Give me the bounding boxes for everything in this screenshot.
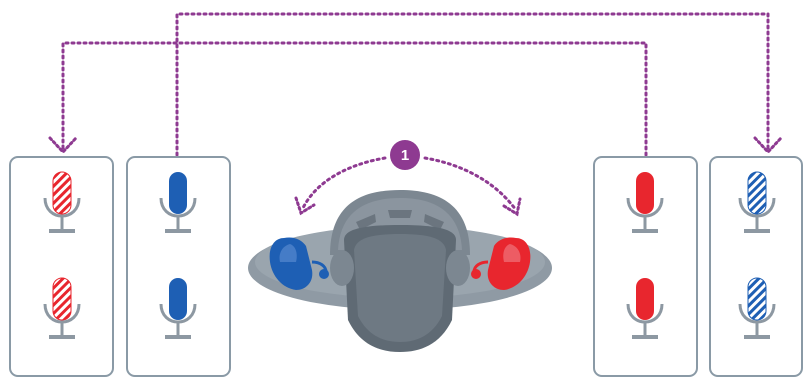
right-ear — [446, 250, 470, 286]
route-right-to-left — [63, 43, 646, 155]
step-badge-label: 1 — [401, 147, 409, 164]
route-left-to-right — [177, 14, 768, 155]
routing-lines — [63, 14, 768, 155]
left-ear — [330, 250, 354, 286]
